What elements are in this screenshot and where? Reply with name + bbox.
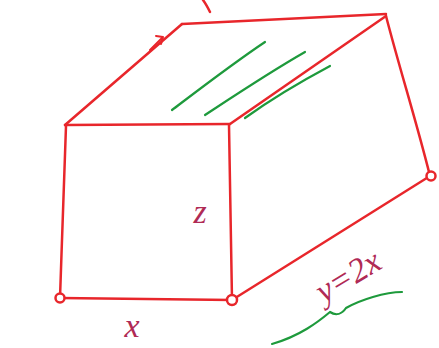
vertex-dot [56,294,65,303]
back-right-edge [386,16,430,176]
vertex-dot [427,172,436,181]
front-left-edge [60,126,66,298]
dimension-label: x [124,309,139,343]
edge-tick [150,36,163,50]
dimension-label: z [193,195,206,229]
shading-stroke [172,42,265,110]
top-right-edge [230,16,386,124]
front-right-edge [229,125,232,300]
front-bottom-edge [60,298,232,300]
cut-mark [203,0,210,12]
vertex-dot [227,295,237,305]
top-left-edge [65,24,182,125]
shading-stroke [245,66,330,118]
top-back-edge [182,14,386,24]
front-top-edge [65,124,230,125]
dimension-label: y=2x [309,243,387,308]
shading-stroke [205,52,305,115]
